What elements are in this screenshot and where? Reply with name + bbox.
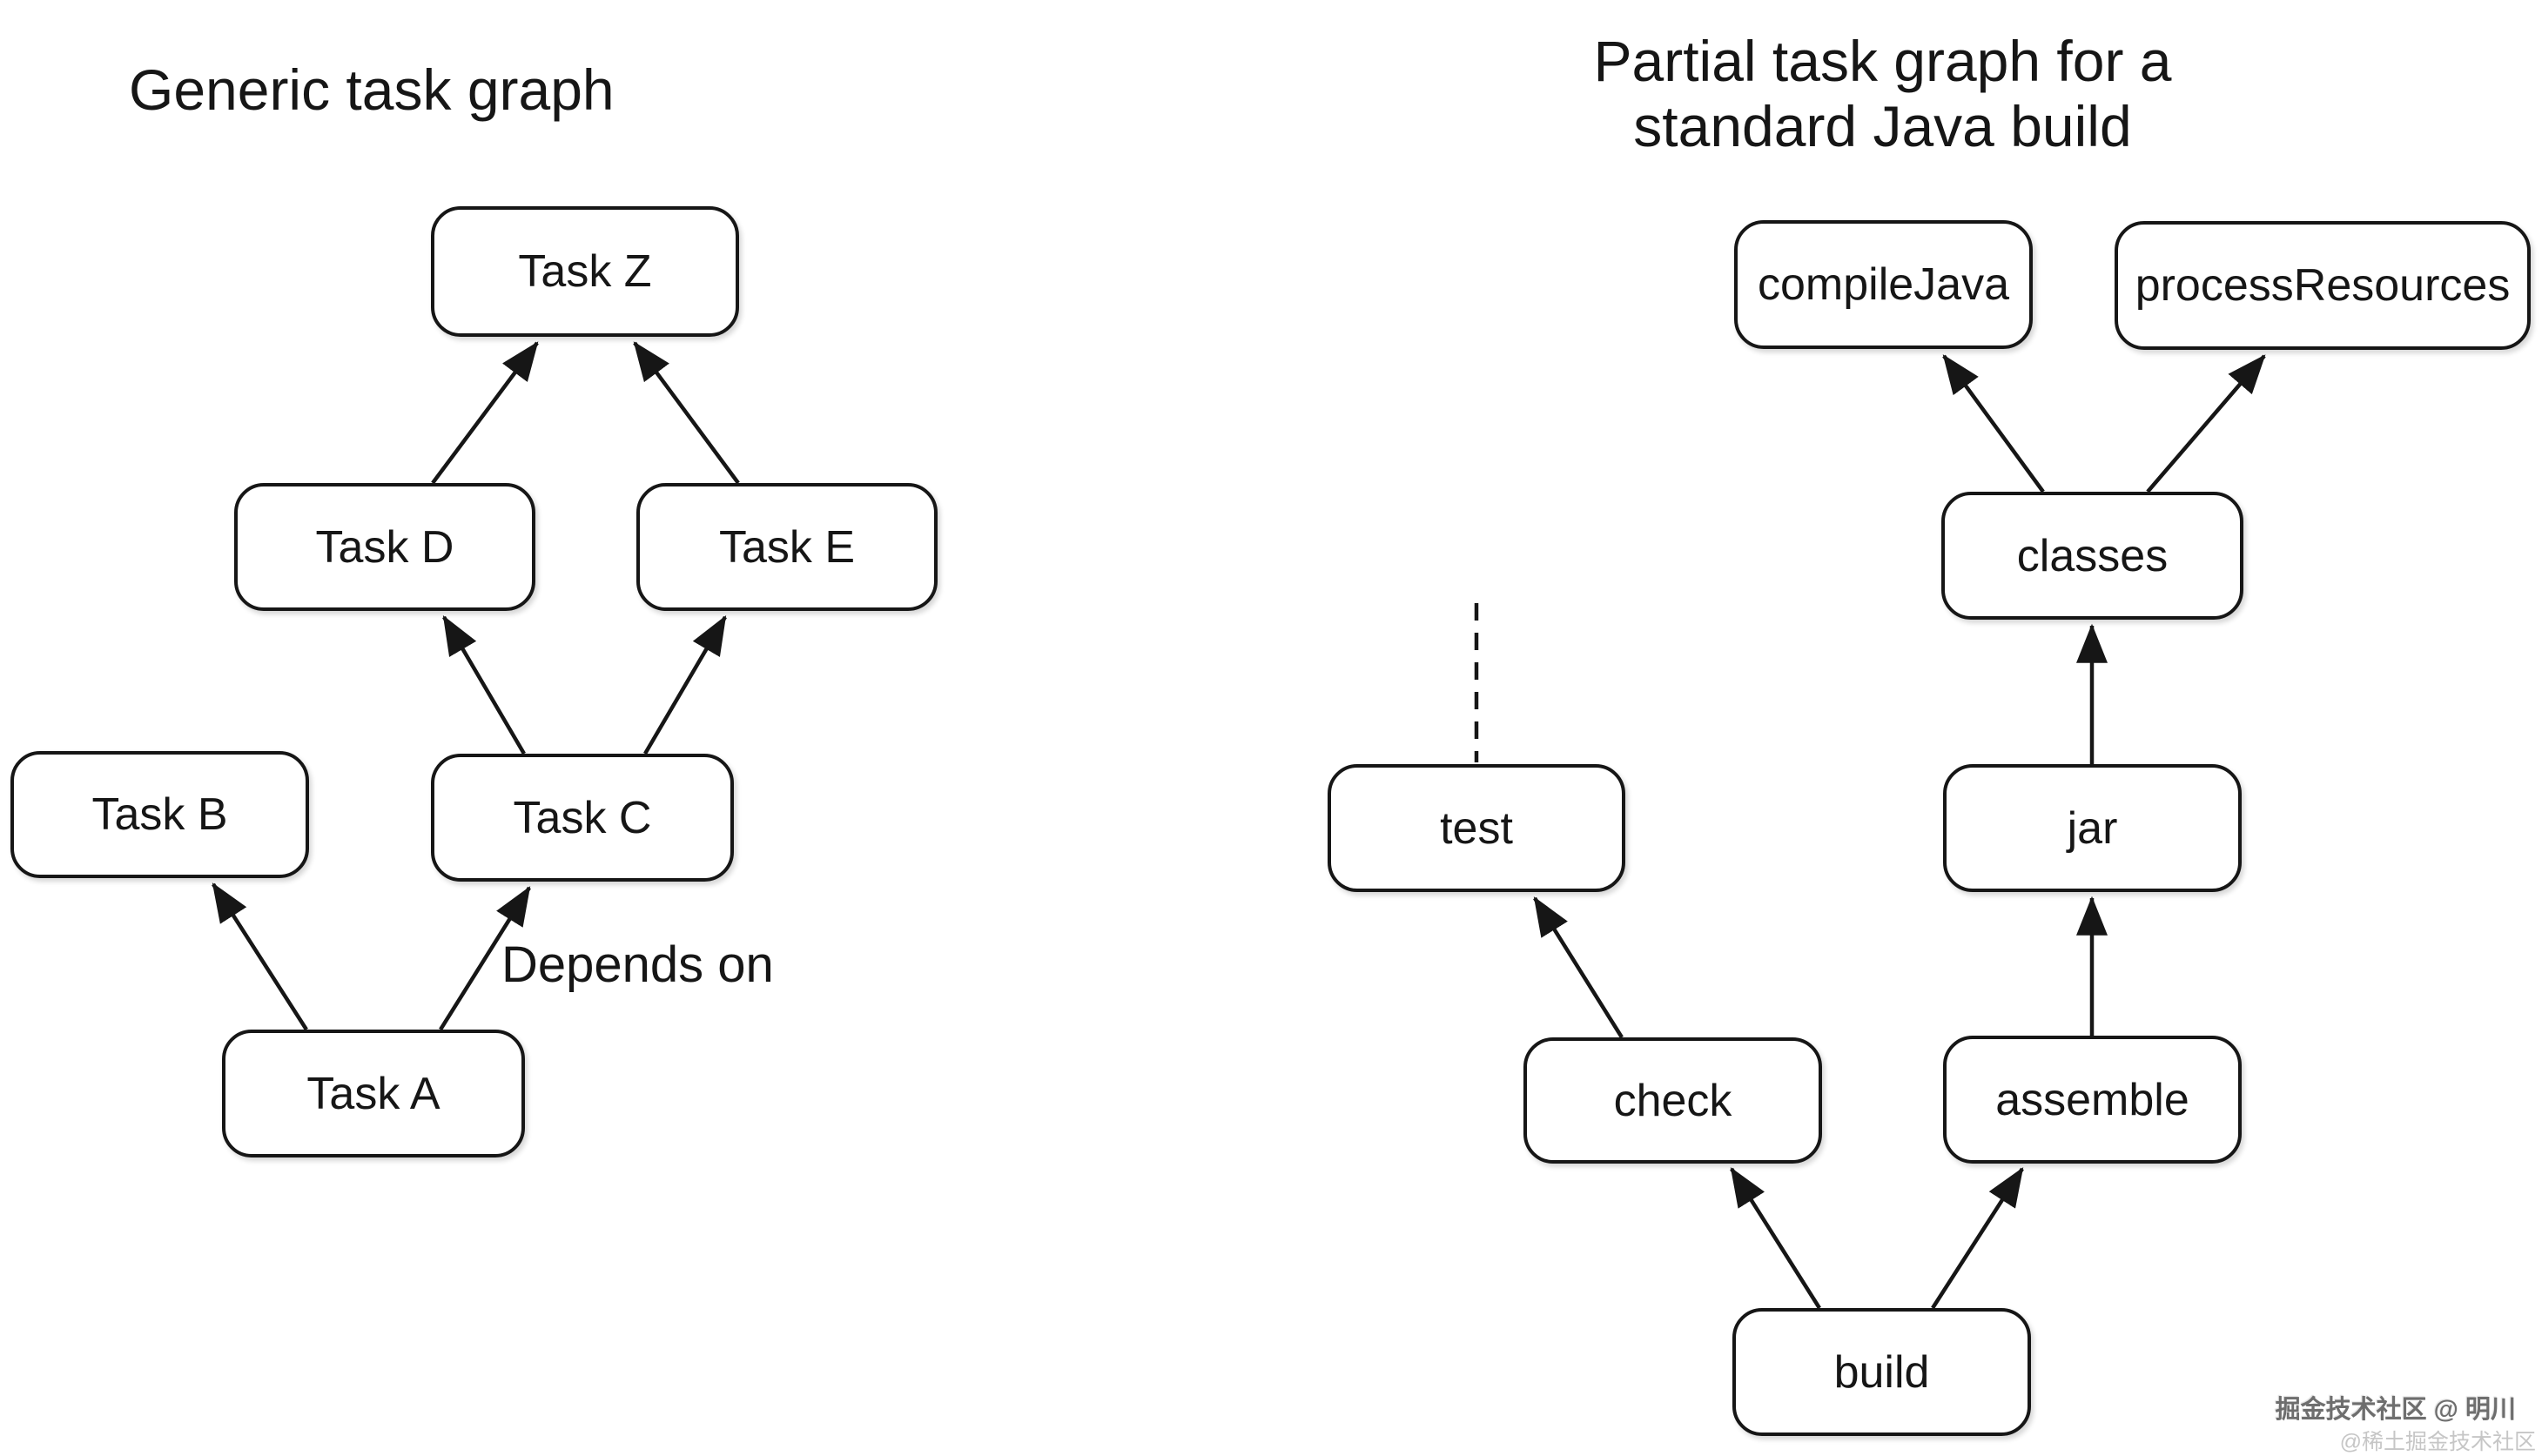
watermark-line2: @稀土掘金技术社区 xyxy=(2339,1430,2536,1454)
task-node-label-test: test xyxy=(1440,802,1513,854)
edge-task-c-to-task-e xyxy=(643,615,727,755)
task-node-label-classes: classes xyxy=(2016,530,2169,581)
task-node-task-d: Task D xyxy=(234,483,535,611)
depends-on-label: Depends on xyxy=(501,936,774,993)
task-node-processResources: processResources xyxy=(2115,221,2531,350)
task-node-label-task-b: Task B xyxy=(91,789,228,840)
edge-task-a-to-task-c xyxy=(439,886,531,1031)
task-node-label-task-c: Task C xyxy=(513,792,652,843)
task-node-label-check: check xyxy=(1613,1075,1732,1126)
left-graph-title: Generic task graph xyxy=(129,57,615,122)
right-graph-title-line1: Partial task graph for a xyxy=(1593,29,2172,93)
edge-task-a-to-task-b xyxy=(212,882,308,1031)
task-node-compileJava: compileJava xyxy=(1734,220,2033,349)
task-node-build: build xyxy=(1732,1308,2031,1436)
task-node-task-a: Task A xyxy=(222,1030,525,1157)
task-node-label-jar: jar xyxy=(2067,802,2118,854)
task-node-check: check xyxy=(1523,1037,1822,1164)
task-node-label-task-d: Task D xyxy=(315,521,454,573)
task-node-test: test xyxy=(1328,764,1625,892)
task-node-label-processResources: processResources xyxy=(2135,260,2511,311)
right-graph-title: Partial task graph for a standard Java b… xyxy=(1523,29,2242,159)
task-node-label-task-a: Task A xyxy=(306,1068,440,1119)
edge-build-to-check xyxy=(1730,1167,1821,1310)
task-node-label-task-z: Task Z xyxy=(518,246,652,297)
task-node-jar: jar xyxy=(1943,764,2242,892)
edge-classes-to-processResources xyxy=(2146,354,2266,493)
edge-task-e-to-task-z xyxy=(633,341,740,485)
task-node-classes: classes xyxy=(1941,492,2243,620)
task-node-label-assemble: assemble xyxy=(1995,1074,2189,1125)
edge-task-d-to-task-z xyxy=(431,341,539,485)
edge-build-to-assemble xyxy=(1931,1167,2024,1310)
task-node-label-build: build xyxy=(1833,1346,1930,1398)
task-node-assemble: assemble xyxy=(1943,1036,2242,1164)
task-node-label-compileJava: compileJava xyxy=(1757,259,2010,310)
task-node-task-c: Task C xyxy=(431,754,734,882)
right-graph-title-line2: standard Java build xyxy=(1633,94,2132,158)
edge-classes-to-compileJava xyxy=(1942,354,2045,493)
task-node-task-z: Task Z xyxy=(431,206,739,337)
edge-check-to-test xyxy=(1533,896,1624,1039)
watermark-line1: 掘金技术社区 @ 明川 xyxy=(2275,1396,2516,1424)
task-node-task-e: Task E xyxy=(636,483,938,611)
task-node-label-task-e: Task E xyxy=(718,521,856,573)
edge-task-c-to-task-d xyxy=(442,615,526,755)
task-node-task-b: Task B xyxy=(10,751,309,878)
